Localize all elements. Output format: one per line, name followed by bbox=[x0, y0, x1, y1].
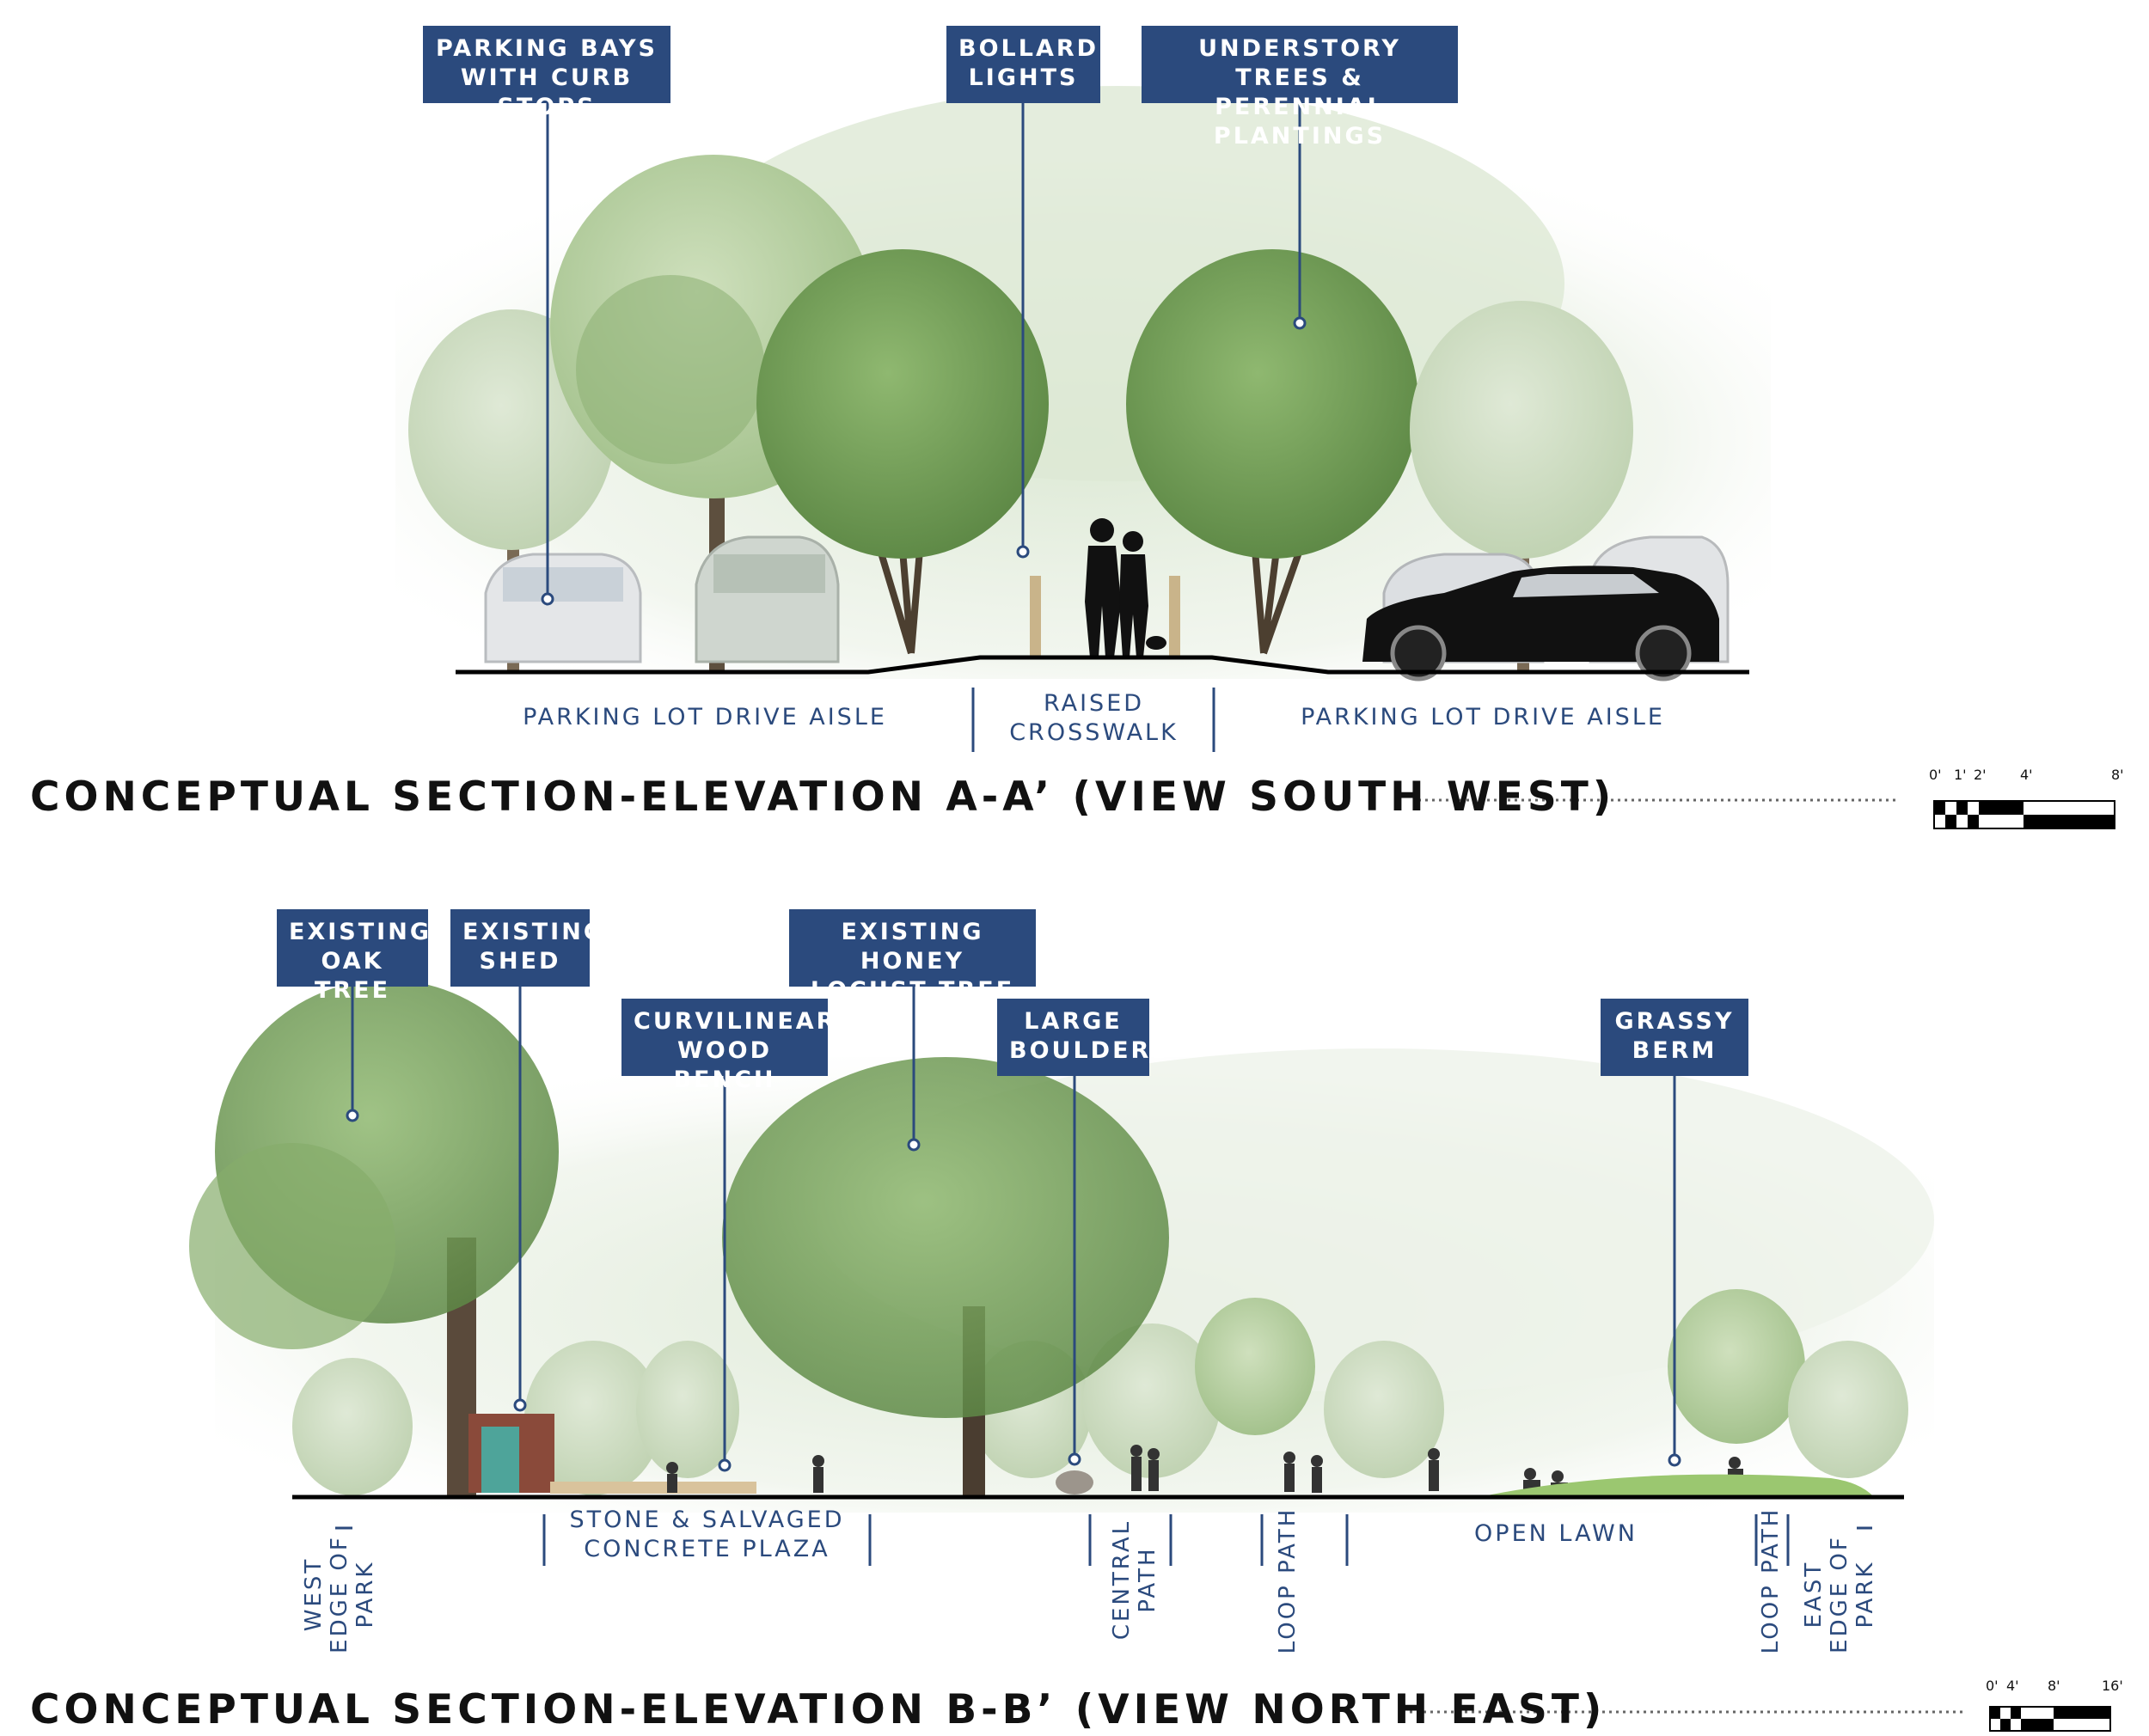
bollard-light bbox=[1169, 576, 1180, 657]
zone-parking-lot-drive-aisle-right: PARKING LOT DRIVE AISLE bbox=[1301, 704, 1665, 730]
callout-understory-trees: UNDERSTORY TREES & PERENNIAL PLANTINGS bbox=[1142, 26, 1458, 150]
section-a-illustration bbox=[395, 86, 2115, 829]
callout-parking-bays: PARKING BAYS WITH CURB STOPS bbox=[423, 26, 670, 120]
black-sedan bbox=[1362, 565, 1719, 682]
zone-raised-crosswalk: RAISED CROSSWALK bbox=[1009, 690, 1179, 746]
background-tree bbox=[636, 1341, 739, 1478]
background-tree bbox=[1788, 1341, 1908, 1478]
background-tree bbox=[524, 1341, 662, 1495]
scale-a-label-1: 1' bbox=[1954, 767, 1967, 783]
scale-bar-b bbox=[1989, 1706, 2111, 1732]
zone-west-edge-of-park: WEST EDGE OF PARK bbox=[301, 1535, 378, 1653]
understory-tree bbox=[1126, 249, 1418, 655]
pedestrian-silhouettes bbox=[1085, 518, 1166, 657]
scale-a-label-2: 2' bbox=[1974, 767, 1987, 783]
callout-large-boulders: LARGE BOULDERS bbox=[997, 999, 1168, 1076]
scale-b-label-4: 4' bbox=[2006, 1678, 2019, 1694]
background-tree bbox=[1195, 1298, 1315, 1435]
leader-lines-b bbox=[346, 987, 1681, 1472]
section-a-title: CONCEPTUAL SECTION-ELEVATION A-A’ (VIEW … bbox=[30, 773, 1616, 821]
ground-line bbox=[456, 655, 1749, 675]
parked-car bbox=[695, 535, 840, 663]
scale-a-label-4: 4' bbox=[2020, 767, 2033, 783]
bollard-light bbox=[1030, 576, 1041, 657]
scale-a-label-0: 0' bbox=[1929, 767, 1942, 783]
scale-b-label-8: 8' bbox=[2048, 1678, 2060, 1694]
callout-existing-honey-locust: EXISTING HONEY LOCUST TREE bbox=[789, 909, 1036, 1004]
zone-parking-lot-drive-aisle-left: PARKING LOT DRIVE AISLE bbox=[523, 704, 887, 730]
understory-tree bbox=[756, 249, 1049, 655]
section-b-illustration bbox=[189, 980, 2111, 1732]
callout-existing-shed: EXISTING SHED bbox=[450, 909, 603, 987]
zone-open-lawn: OPEN LAWN bbox=[1474, 1520, 1638, 1547]
zone-east-edge-of-park: EAST EDGE OF PARK bbox=[1801, 1535, 1878, 1653]
background-tree bbox=[1324, 1341, 1444, 1478]
section-b-title: CONCEPTUAL SECTION-ELEVATION B-B’ (VIEW … bbox=[30, 1686, 1607, 1733]
callout-grassy-berm: GRASSY BERM bbox=[1601, 999, 1748, 1076]
zone-stone-salvaged-concrete-plaza: STONE & SALVAGED CONCRETE PLAZA bbox=[569, 1507, 845, 1562]
callout-existing-oak-tree: EXISTING OAK TREE bbox=[277, 909, 429, 1004]
zone-loop-path-1: LOOP PATH bbox=[1275, 1507, 1301, 1654]
background-tree bbox=[292, 1358, 413, 1495]
existing-oak-tree bbox=[189, 980, 559, 1495]
plaza-surface bbox=[550, 1482, 756, 1494]
zone-dividers-b bbox=[335, 1514, 1872, 1566]
scale-b-label-16: 16' bbox=[2102, 1678, 2123, 1694]
zone-loop-path-2: LOOP PATH bbox=[1758, 1507, 1784, 1654]
zone-central-path: CENTRAL PATH bbox=[1109, 1519, 1160, 1641]
callout-bollard-lights: BOLLARD LIGHTS bbox=[946, 26, 1100, 103]
scale-b-label-0: 0' bbox=[1986, 1678, 1999, 1694]
background-tree bbox=[1668, 1289, 1805, 1444]
scale-bar-a bbox=[1933, 800, 2115, 829]
background-tree bbox=[1083, 1323, 1221, 1478]
leader-lines-a bbox=[541, 103, 1307, 606]
existing-shed bbox=[468, 1414, 554, 1493]
honey-locust-tree bbox=[722, 1057, 1169, 1495]
large-boulder bbox=[1056, 1470, 1093, 1495]
scale-a-label-8: 8' bbox=[2111, 767, 2124, 783]
parked-car bbox=[484, 553, 642, 663]
grassy-berm bbox=[1479, 1474, 1874, 1497]
callout-curvilinear-wood-bench: CURVILINEAR WOOD BENCH bbox=[621, 999, 834, 1093]
